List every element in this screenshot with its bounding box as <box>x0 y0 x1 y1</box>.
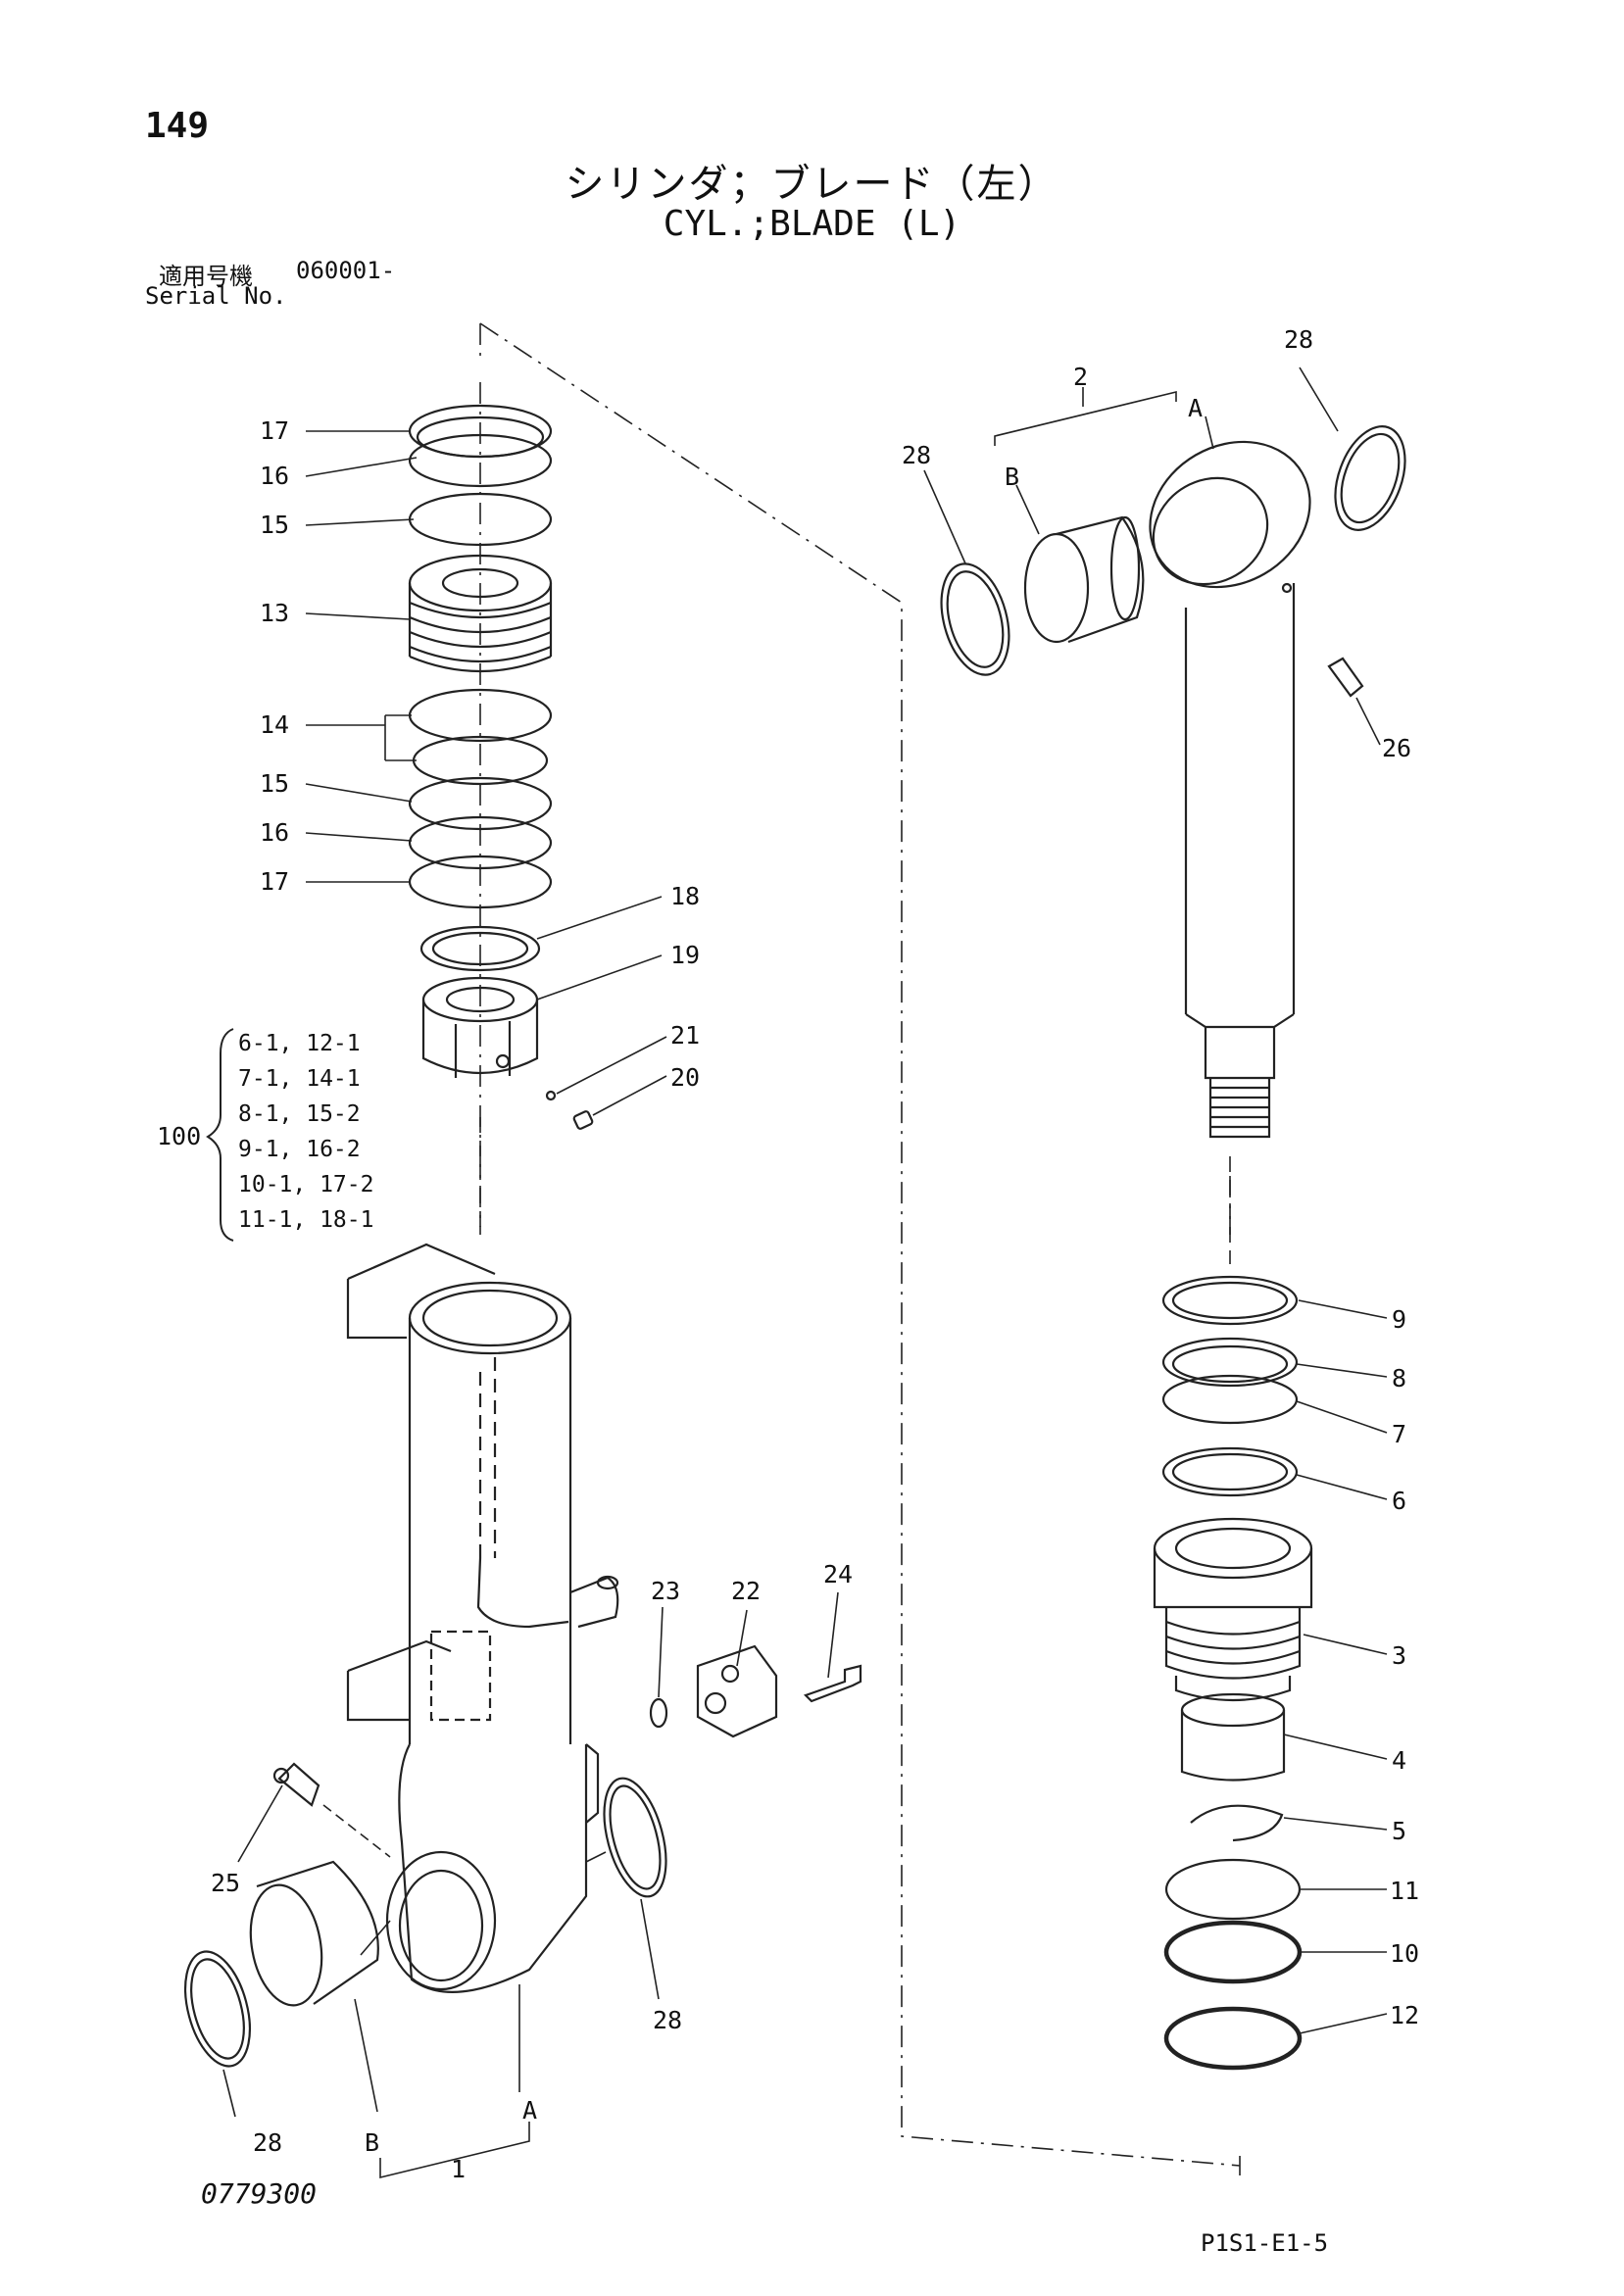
callout-18: 18 <box>670 882 700 910</box>
part-13-piston <box>408 554 553 673</box>
part-12-o-ring <box>1163 2006 1303 2071</box>
callout-22: 22 <box>731 1577 761 1605</box>
part-23-o-ring <box>649 1697 668 1729</box>
kit-brace <box>206 1028 234 1242</box>
part-11-ring <box>1164 1858 1302 1921</box>
callout-28-top-right: 28 <box>1284 325 1313 354</box>
part-20-set-screw <box>572 1110 594 1130</box>
callout-26: 26 <box>1382 734 1411 762</box>
callout-24: 24 <box>823 1560 853 1588</box>
callout-4: 4 <box>1392 1746 1406 1775</box>
part-7-ring <box>1161 1374 1299 1425</box>
callout-14: 14 <box>260 710 289 739</box>
callout-23: 23 <box>651 1577 680 1605</box>
serial-label-english: Serial No. <box>145 282 287 310</box>
callout-7: 7 <box>1392 1420 1406 1448</box>
part-28-seal-upper-right <box>1334 425 1406 531</box>
part-25-grease-fitting <box>272 1762 320 1807</box>
part-24-bolt <box>803 1664 862 1703</box>
part-bushing-lower-left <box>249 1860 379 2007</box>
callout-8: 8 <box>1392 1364 1406 1392</box>
callout-9: 9 <box>1392 1305 1406 1334</box>
part-21-ball <box>545 1090 557 1101</box>
part-28-seal-upper-left <box>940 562 1010 676</box>
part-6-seal <box>1161 1446 1299 1497</box>
part-16-ring-top <box>408 433 553 488</box>
part-2-piston-rod <box>1149 440 1311 1139</box>
callout-labels: 17 16 15 13 14 15 16 17 18 19 21 20 23 2… <box>157 325 1419 2183</box>
mark-a-lower: A <box>522 2096 537 2125</box>
callout-15-top: 15 <box>260 511 289 539</box>
part-15-ring-lower <box>408 776 553 831</box>
kit-line: 11-1, 18-1 <box>238 1207 373 1233</box>
part-3-rod-cover <box>1153 1517 1313 1702</box>
mark-b-upper: B <box>1005 463 1019 491</box>
kit-line: 8-1, 15-2 <box>238 1101 361 1127</box>
part-8-seal <box>1161 1337 1299 1388</box>
part-bushing-upper <box>1023 515 1145 644</box>
part-1-cylinder-tube <box>346 1243 619 1993</box>
part-5-snap-ring <box>1190 1804 1284 1842</box>
title-english: CYL.;BLADE (L) <box>663 204 961 244</box>
callout-28-lower-left: 28 <box>253 2128 282 2157</box>
callout-16-top: 16 <box>260 462 289 490</box>
callout-15-lower: 15 <box>260 769 289 798</box>
frame-dashed-outline <box>479 322 1241 2175</box>
kit-line: 10-1, 17-2 <box>238 1172 373 1197</box>
part-9-wiper <box>1161 1275 1299 1326</box>
callout-13: 13 <box>260 599 289 627</box>
kit-contents: 6-1, 12-1 7-1, 14-1 8-1, 15-2 9-1, 16-2 … <box>238 1031 373 1233</box>
drawing-number: 0779300 <box>201 2177 318 2210</box>
callout-28-top-left: 28 <box>902 441 931 469</box>
callout-2: 2 <box>1073 363 1088 391</box>
callout-5: 5 <box>1392 1817 1406 1845</box>
kit-line: 9-1, 16-2 <box>238 1137 361 1162</box>
callout-20: 20 <box>670 1063 700 1092</box>
callout-17-lower: 17 <box>260 867 289 896</box>
callout-25: 25 <box>211 1869 240 1897</box>
page-code: P1S1-E1-5 <box>1201 2229 1329 2257</box>
callout-11: 11 <box>1390 1877 1419 1905</box>
serial-range: 060001- <box>296 257 396 284</box>
part-26-grease-fitting <box>1327 657 1364 698</box>
part-10-o-ring <box>1163 1920 1303 1984</box>
part-28-seal-lower-right <box>603 1777 667 1898</box>
callout-17-top: 17 <box>260 416 289 445</box>
callout-3: 3 <box>1392 1641 1406 1670</box>
page-number: 149 <box>145 106 210 146</box>
callout-10: 10 <box>1390 1939 1419 1968</box>
kit-number: 100 <box>157 1122 201 1150</box>
title-japanese: シリンダ；ブレード（左） <box>565 162 1059 207</box>
part-4-bushing <box>1180 1692 1286 1782</box>
kit-line: 7-1, 14-1 <box>238 1066 361 1092</box>
callout-6: 6 <box>1392 1487 1406 1515</box>
leader-lines <box>222 366 1388 2179</box>
part-22-flange <box>696 1644 778 1738</box>
callout-19: 19 <box>670 941 700 969</box>
callout-28-lower-right: 28 <box>653 2006 682 2034</box>
mark-b-lower: B <box>365 2128 379 2157</box>
part-16-ring-lower <box>408 815 553 870</box>
callout-16-lower: 16 <box>260 818 289 847</box>
serial-label-japanese: 適用号機 <box>159 263 253 290</box>
callout-12: 12 <box>1390 2001 1419 2029</box>
part-28-seal-lower-left <box>184 1950 251 2068</box>
kit-line: 6-1, 12-1 <box>238 1031 361 1056</box>
callout-21: 21 <box>670 1021 700 1050</box>
callout-1: 1 <box>451 2155 466 2183</box>
part-18-washer <box>419 925 541 972</box>
mark-a-upper: A <box>1188 394 1203 422</box>
